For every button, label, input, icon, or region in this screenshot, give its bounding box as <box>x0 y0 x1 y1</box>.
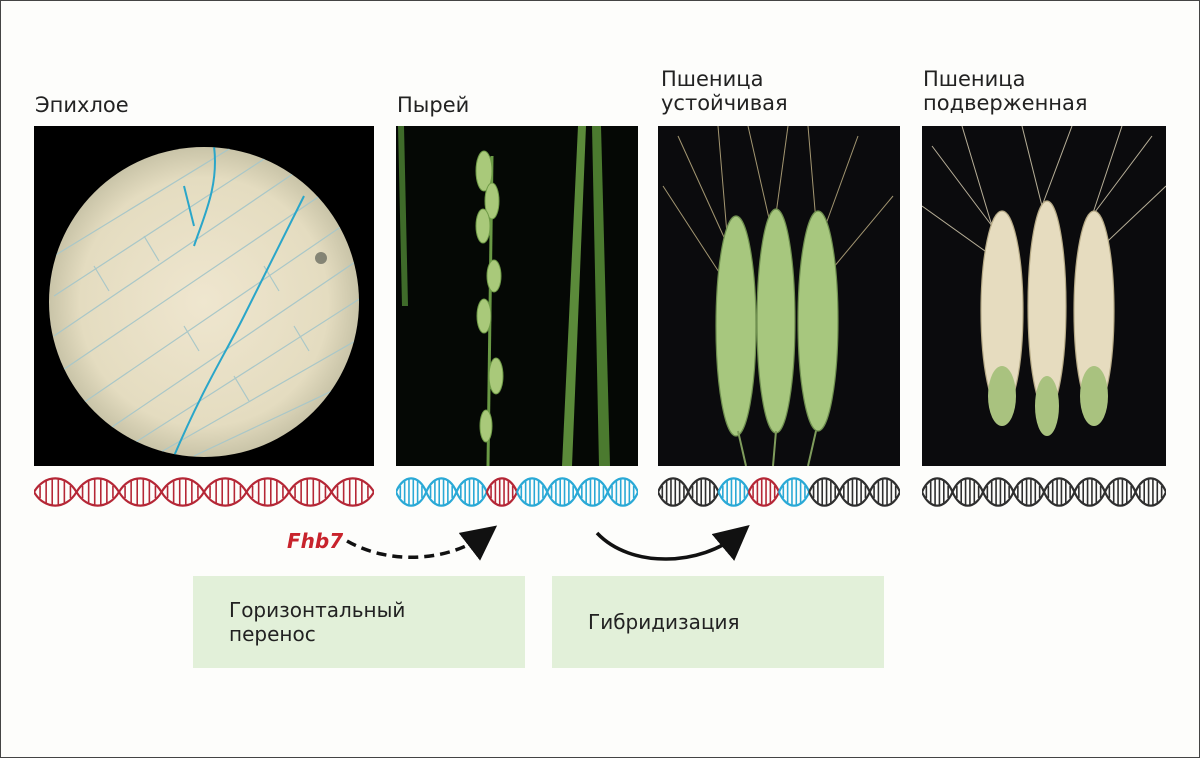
dna-segment <box>396 477 428 507</box>
dna-segment <box>747 477 781 507</box>
dna-segment <box>951 477 985 507</box>
dna-segment <box>658 477 690 507</box>
epichloe-dna <box>34 477 374 507</box>
dna-segment <box>425 477 458 507</box>
dna-segment <box>717 477 750 507</box>
solid-arrow-icon <box>595 524 750 561</box>
dna-segment <box>75 477 120 507</box>
dna-segment <box>1012 477 1046 507</box>
dna-segment <box>606 477 638 507</box>
dna-segment <box>546 477 579 507</box>
horizontal-transfer-line2: перенос <box>229 622 316 646</box>
label-susceptible-wheat-line1: Пшеница <box>923 67 1026 91</box>
label-susceptible-wheat-line2: подверженная <box>923 91 1088 115</box>
dna-segment <box>288 477 333 507</box>
wheatgrass-dna <box>396 477 638 507</box>
dna-segment <box>981 477 1015 507</box>
label-resistant-wheat-line1: Пшеница <box>661 67 764 91</box>
label-susceptible-wheat: Пшеница подверженная <box>923 67 1088 115</box>
label-resistant-wheat-line2: устойчивая <box>661 91 788 115</box>
horizontal-transfer-box: Горизонтальный перенос <box>193 576 525 668</box>
dna-segment <box>808 477 841 507</box>
dna-segment <box>1073 477 1107 507</box>
label-resistant-wheat: Пшеница устойчивая <box>661 67 788 115</box>
hybridization-box: Гибридизация <box>552 576 884 668</box>
microscope-view-image <box>34 126 374 466</box>
dna-segment <box>1042 477 1076 507</box>
dna-segment <box>1134 477 1166 507</box>
wheatgrass-photo <box>396 126 638 466</box>
label-wheatgrass: Пырей <box>397 93 470 117</box>
dashed-arrow-icon <box>346 525 498 561</box>
dna-segment <box>485 477 519 507</box>
gene-label: Fhb7 <box>287 529 344 553</box>
dna-segment <box>245 477 290 507</box>
dna-segment <box>203 477 248 507</box>
dna-segment <box>34 477 78 507</box>
dna-segment <box>777 477 811 507</box>
dna-segment <box>330 477 374 507</box>
dna-segment <box>868 477 900 507</box>
hybridization-label: Гибридизация <box>588 610 740 634</box>
dna-segment <box>922 477 954 507</box>
dna-segment <box>1103 477 1137 507</box>
dna-segment <box>838 477 871 507</box>
dna-segment <box>687 477 720 507</box>
resistant-wheat-dna <box>658 477 900 507</box>
dna-segment <box>455 477 488 507</box>
susceptible-wheat-photo <box>922 126 1166 466</box>
dna-segment <box>515 477 549 507</box>
horizontal-transfer-line1: Горизонтальный <box>229 598 406 622</box>
resistant-wheat-photo <box>658 126 900 466</box>
dna-segment <box>160 477 205 507</box>
label-epichloe: Эпихлое <box>35 93 129 117</box>
susceptible-wheat-dna <box>922 477 1166 507</box>
dna-segment <box>576 477 609 507</box>
dna-segment <box>118 477 163 507</box>
